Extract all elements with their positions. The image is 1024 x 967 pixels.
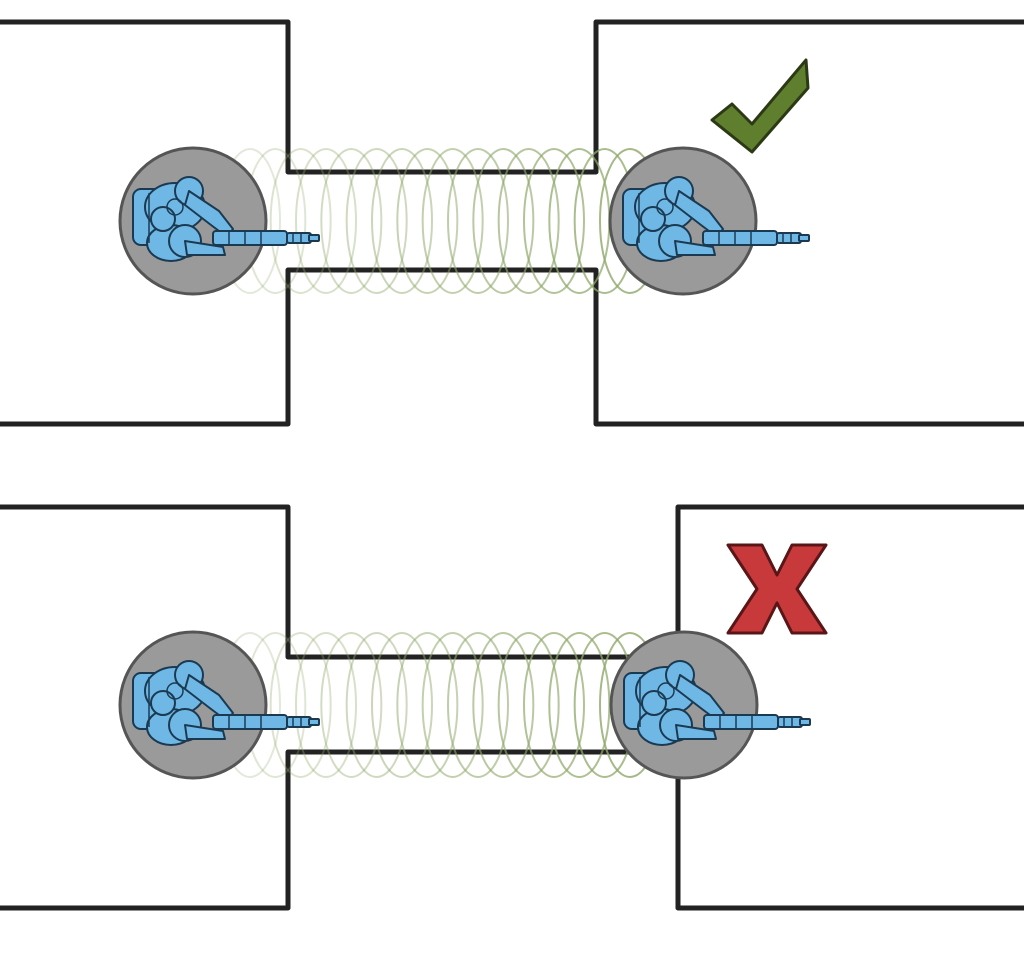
trail-ghost bbox=[447, 148, 509, 294]
trail-ghost bbox=[345, 632, 408, 778]
trail-ghost bbox=[396, 148, 459, 294]
trail-ghost bbox=[548, 632, 611, 778]
left-room-top-wall bbox=[0, 504, 1024, 660]
trail-ghost bbox=[371, 148, 433, 294]
trail-ghost bbox=[497, 148, 560, 294]
trail-ghost bbox=[320, 148, 383, 294]
trail-ghost bbox=[345, 148, 408, 294]
trail-ghost bbox=[523, 632, 585, 778]
check-mark-icon bbox=[710, 58, 810, 154]
trail-ghost bbox=[447, 632, 509, 778]
trail-ghost bbox=[269, 148, 332, 294]
trail-ghost bbox=[371, 632, 433, 778]
trail-ghost bbox=[396, 632, 459, 778]
diagram-invalid bbox=[0, 504, 1024, 911]
trail-ghost bbox=[295, 148, 357, 294]
corridor-bottom-wall bbox=[0, 749, 1024, 911]
model-end-position bbox=[608, 146, 811, 296]
trail-ghost bbox=[472, 632, 535, 778]
left-room-wall bbox=[0, 19, 1024, 175]
trail-ghost bbox=[295, 632, 357, 778]
armored-soldier-icon bbox=[608, 146, 811, 296]
trail-ghost bbox=[421, 148, 484, 294]
trail-ghost bbox=[523, 148, 585, 294]
trail-ghost bbox=[497, 632, 560, 778]
trail-ghost bbox=[320, 632, 383, 778]
cross-mark-icon bbox=[726, 543, 828, 635]
trail-ghost bbox=[269, 632, 332, 778]
armored-soldier-icon bbox=[609, 630, 812, 780]
trail-ghost bbox=[421, 632, 484, 778]
movement-trail bbox=[219, 148, 661, 294]
diagram-valid bbox=[0, 19, 1024, 427]
corridor-bottom-wall bbox=[0, 267, 1024, 427]
trail-ghost bbox=[472, 148, 535, 294]
model-end-position bbox=[609, 630, 812, 780]
